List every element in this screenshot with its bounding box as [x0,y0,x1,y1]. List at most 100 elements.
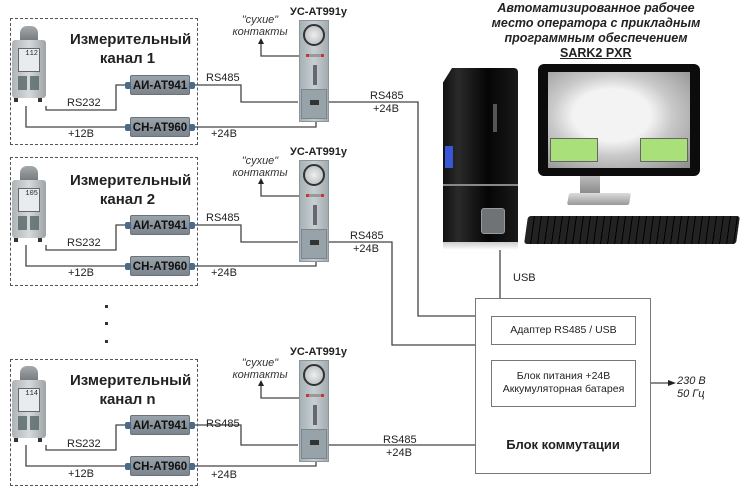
workstation-title-line: место оператора с прикладным [491,16,701,30]
channel-title-line2: канал n [99,391,156,408]
dry-wire-1 [260,42,299,57]
dry-contacts-label-2: "сухие" контакты [228,155,292,179]
dry-wire-n [260,384,299,399]
trunk-rs485-label-2: RS485 [350,230,384,242]
dry-contacts-line1: "сухие" [241,357,279,369]
channel-title-line1: Измерительный [70,172,192,189]
dry-arrow-icon-2 [258,178,264,184]
trunk-v24-label-2: +24В [353,243,379,255]
ellipsis-dot [105,340,108,343]
usb-label: USB [513,272,536,284]
v12-label-1: +12В [68,128,94,140]
rs232-wire-2 [45,224,130,251]
rs485-wire-n [190,424,298,446]
meter-reading: 112 [18,48,40,72]
power-module-1: СН-АТ960 [125,117,195,137]
rs485-wire-2 [190,224,298,243]
keyboard-icon [524,216,740,244]
rs232-label-1: RS232 [67,97,101,109]
v12-wire-n [25,445,130,467]
interface-module-n: АИ-АТ941 [125,415,195,435]
v12-wire-2 [25,245,130,267]
channel-title-2: Измерительный канал 2 [70,171,192,209]
mains-frequency: 50 Гц [677,388,705,400]
measurement-channel-n [10,359,198,486]
alarm-unit-title-2: УС-АТ991у [290,146,348,158]
rs485-label-n: RS485 [206,418,240,430]
trunk-rs485-label-n: RS485 [383,434,417,446]
interface-module-2: АИ-АТ941 [125,215,195,235]
channel-title-n: Измерительный канал n [70,371,192,409]
power-module-2: СН-АТ960 [125,256,195,276]
rs232-label-2: RS232 [67,237,101,249]
monitor-base [566,193,632,205]
alarm-unit-title-1: УС-АТ991у [290,6,348,18]
v24-label-n: +24В [211,469,237,481]
radiation-meter-2: 105 [12,166,46,242]
channel-title-line1: Измерительный [70,372,192,389]
pc-tower-icon [443,68,518,250]
channel-title-line2: канал 2 [99,191,156,208]
v24-wire-n [190,460,317,467]
dry-arrow-icon-1 [258,38,264,44]
radiation-meter-1: 112 [12,26,46,102]
psu-label-line1: Блок питания +24В [516,370,611,382]
v24-label-2: +24В [211,267,237,279]
mains-voltage: 230 В [677,375,706,387]
rs232-wire-1 [45,84,130,111]
v24-wire-1 [190,120,317,128]
rs232-label-n: RS232 [67,438,101,450]
switching-unit-title: Блок коммутации [506,437,620,452]
dry-contacts-line2: контакты [232,26,288,38]
trunk-wire-1 [328,101,478,317]
dry-contacts-label-n: "сухие" контакты [228,357,292,381]
v12-wire-1 [25,106,130,128]
alarm-unit-2 [299,160,329,262]
meter-reading: 105 [18,188,40,212]
alarm-unit-title-n: УС-АТ991у [290,346,348,358]
trunk-v24-label-n: +24В [386,447,412,459]
radiation-meter-n: 114 [12,366,46,442]
dry-contacts-line1: "сухие" [241,155,279,167]
rs232-wire-n [45,424,130,451]
rs485-usb-adapter: Адаптер RS485 / USB [491,316,636,345]
channel-title-line1: Измерительный [70,31,192,48]
dry-contacts-line2: контакты [232,167,288,179]
monitor-icon [538,64,700,176]
trunk-rs485-label-1: RS485 [370,90,404,102]
rs485-label-2: RS485 [206,212,240,224]
dry-contacts-line2: контакты [232,369,288,381]
workstation-title-line: Автоматизированное рабочее [497,1,695,15]
trunk-v24-label-1: +24В [373,103,399,115]
meter-reading: 114 [18,388,40,412]
alarm-unit-n [299,360,329,462]
channel-title-1: Измерительный канал 1 [70,30,192,68]
alarm-unit-1 [299,20,329,122]
scada-screen [548,72,690,168]
interface-module-1: АИ-АТ941 [125,75,195,95]
mains-label: 230 В 50 Гц [677,375,706,401]
v12-label-2: +12В [68,267,94,279]
monitor-stand [580,176,600,194]
dry-contacts-label-1: "сухие" контакты [228,14,292,38]
mains-arrow-icon [668,380,676,386]
power-supply-block: Блок питания +24В Аккумуляторная батарея [491,360,636,407]
workstation-title-line: программным обеспечением [504,31,688,45]
power-module-n: СН-АТ960 [125,456,195,476]
rs485-label-1: RS485 [206,72,240,84]
dry-arrow-icon-n [258,380,264,386]
rs485-wire-1 [190,84,298,103]
adapter-label: Адаптер RS485 / USB [510,324,617,336]
workstation-title: Автоматизированное рабочее место операто… [462,1,730,46]
trunk-wire-2 [328,241,478,346]
dry-contacts-line1: "сухие" [241,14,279,26]
ellipsis-dot [105,305,108,308]
v24-label-1: +24В [211,128,237,140]
psu-label-line2: Аккумуляторная батарея [502,383,625,395]
ellipsis-dot [105,322,108,325]
measurement-channel-1 [10,18,198,145]
v12-label-n: +12В [68,468,94,480]
v24-wire-2 [190,260,317,267]
channel-title-line2: канал 1 [99,50,156,67]
